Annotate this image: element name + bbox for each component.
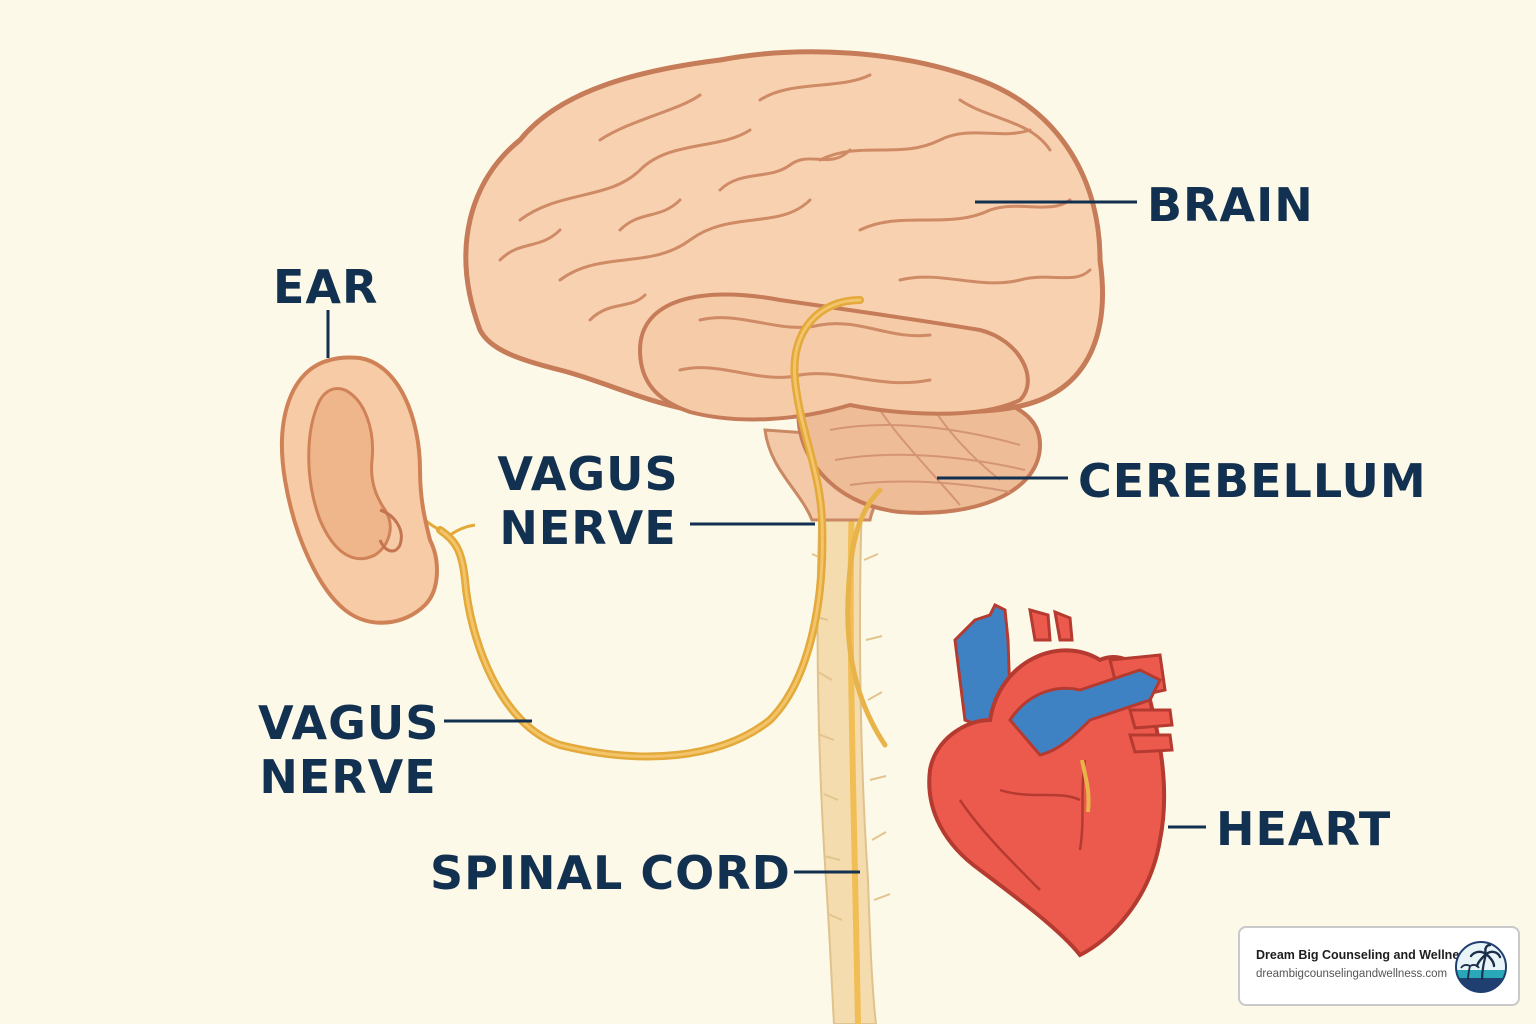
label-ear: EAR (273, 260, 379, 314)
label-vagus-nerve-lower-line1: VAGUS (258, 696, 440, 750)
vagus-nerve-illustration (418, 296, 888, 761)
label-spinal-cord: SPINAL CORD (430, 846, 791, 900)
brain-illustration (463, 49, 1105, 422)
label-brain: BRAIN (1147, 178, 1314, 232)
label-cerebellum: CEREBELLUM (1078, 454, 1427, 508)
ear-illustration (280, 355, 439, 625)
brand-badge[interactable]: Dream Big Counseling and Wellness dreamb… (1238, 926, 1520, 1006)
label-vagus-nerve-upper-line1: VAGUS (497, 447, 679, 501)
palm-beach-icon (1455, 941, 1507, 993)
label-vagus-nerve-upper: VAGUS NERVE (496, 447, 680, 555)
brand-name: Dream Big Counseling and Wellness (1256, 948, 1474, 962)
brand-url[interactable]: dreambigcounselingandwellness.com (1256, 968, 1448, 980)
label-vagus-nerve-lower-line2: NERVE (259, 750, 437, 804)
heart-illustration (927, 602, 1174, 958)
leader-lines (326, 200, 1206, 874)
label-vagus-nerve-upper-line2: NERVE (499, 501, 677, 555)
label-vagus-nerve-lower: VAGUS NERVE (258, 696, 438, 804)
label-heart: HEART (1216, 802, 1392, 856)
